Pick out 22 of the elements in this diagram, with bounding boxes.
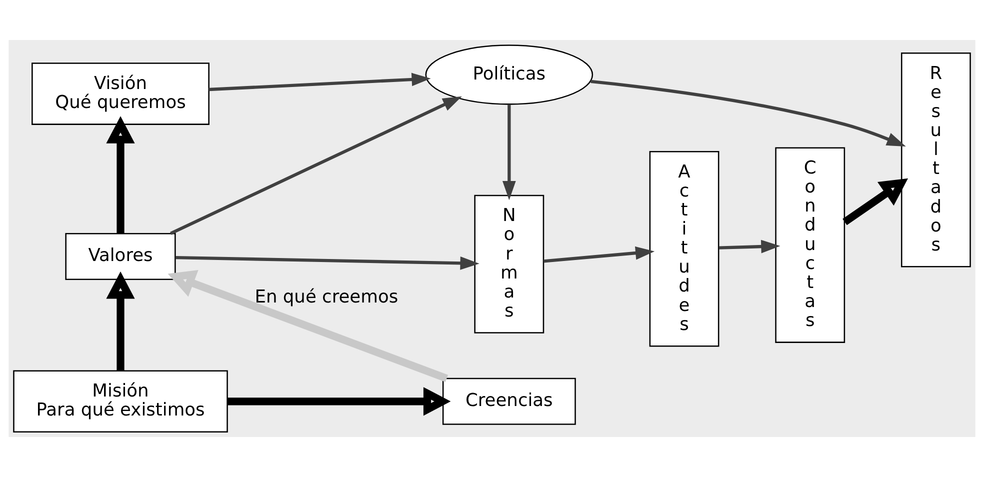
- arrow: [502, 104, 516, 200]
- edge-label: En qué creemos: [254, 286, 398, 308]
- node-box: Conductas: [775, 147, 846, 343]
- node-ellipse: Políticas: [425, 44, 594, 105]
- arrow: [168, 270, 448, 382]
- arrow: [842, 178, 908, 226]
- node-box: Valores: [65, 233, 176, 280]
- arrow: [106, 116, 135, 234]
- arrow: [106, 272, 135, 371]
- node-box: Creencias: [442, 378, 576, 425]
- arrow: [590, 80, 906, 147]
- node-box: Misión Para qué existimos: [13, 370, 228, 433]
- node-box: Resultados: [900, 52, 971, 268]
- node-box: Actitudes: [649, 151, 720, 347]
- arrow: [208, 72, 431, 92]
- node-box: Normas: [474, 194, 544, 334]
- arrow: [170, 96, 462, 235]
- arrow: [544, 246, 655, 263]
- arrow: [175, 256, 480, 270]
- node-box: Visión Qué queremos: [32, 62, 210, 125]
- arrow: [718, 240, 780, 254]
- arrow: [227, 387, 451, 416]
